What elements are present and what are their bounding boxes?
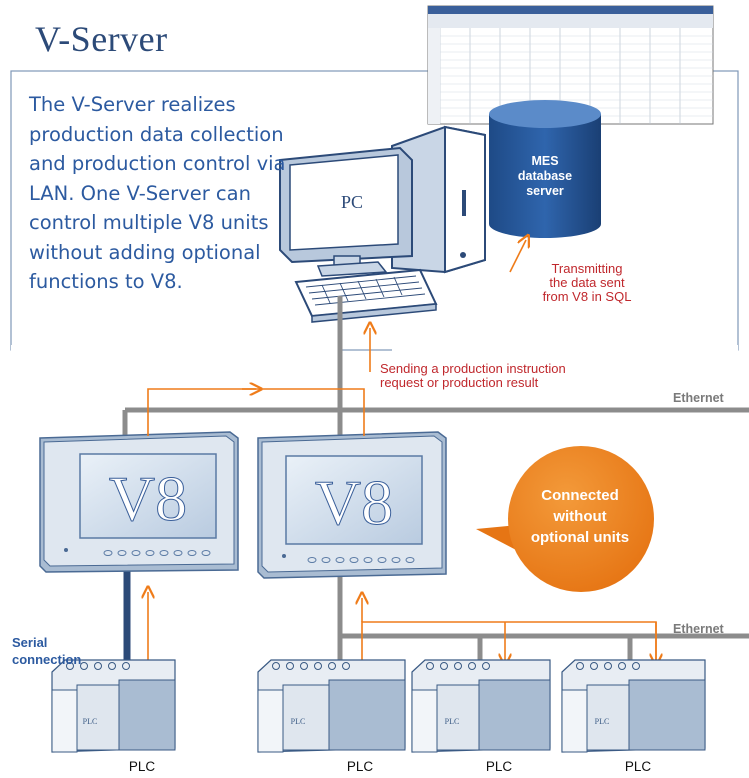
bubble-line-3: optional units — [530, 529, 630, 546]
sending-line-1: Sending a production instruction — [380, 361, 566, 376]
bubble-line-2: without — [553, 508, 607, 525]
mes-line-1: MES — [531, 154, 559, 168]
plc-unit-3 — [411, 659, 551, 753]
intro-paragraph: The V-Server realizes production data co… — [29, 93, 286, 293]
callout-bubble — [476, 446, 654, 592]
mes-line-2: database — [517, 169, 573, 183]
sending-line-2: request or production result — [380, 375, 539, 390]
pc-screen-label: PC — [341, 192, 363, 212]
page-title: V-Server — [35, 19, 168, 59]
mes-server-label: MES database server — [490, 154, 600, 199]
plc-unit-2 — [257, 659, 406, 753]
plc-label-2: PLC — [346, 759, 374, 774]
mes-line-3: server — [526, 184, 564, 198]
description-box — [10, 70, 739, 351]
plc-label-3: PLC — [485, 759, 513, 774]
plc-unit-4 — [561, 659, 706, 753]
plc-label-4: PLC — [624, 759, 652, 774]
v8-left-label: V8 — [109, 463, 187, 534]
pc-monitor — [279, 146, 413, 277]
bubble-line-1: Connected — [541, 487, 619, 504]
pc-keyboard — [294, 268, 438, 323]
transmit-line-2: the data sent — [549, 275, 625, 290]
pc-tower — [391, 125, 486, 274]
serial-connection-label: Serial connection — [12, 634, 81, 668]
bubble-text: Connected without optional units — [510, 485, 650, 548]
data-flow-arrows — [148, 240, 656, 690]
mes-database-cylinder — [489, 100, 601, 238]
v8-right-label: V8 — [315, 467, 393, 538]
plc-label-1: PLC — [128, 759, 156, 774]
serial-line-1: Serial — [12, 635, 48, 650]
serial-line-2: connection — [12, 652, 82, 667]
transmit-note: Transmitting the data sent from V8 in SQ… — [527, 262, 647, 304]
v8-unit-right — [257, 431, 447, 579]
transmit-line-1: Transmitting — [551, 261, 623, 276]
plc-badge-4: PLC — [595, 717, 610, 726]
sending-note: Sending a production instruction request… — [380, 362, 566, 390]
plc-badge-2: PLC — [291, 717, 306, 726]
plc-badge-1: PLC — [83, 717, 98, 726]
plc-badge-3: PLC — [445, 717, 460, 726]
ethernet-bottom-label: Ethernet — [673, 622, 724, 636]
plc-unit-1 — [51, 659, 176, 753]
ethernet-top-label: Ethernet — [673, 391, 724, 405]
v8-unit-left — [39, 431, 239, 573]
transmit-line-3: from V8 in SQL — [542, 289, 632, 304]
